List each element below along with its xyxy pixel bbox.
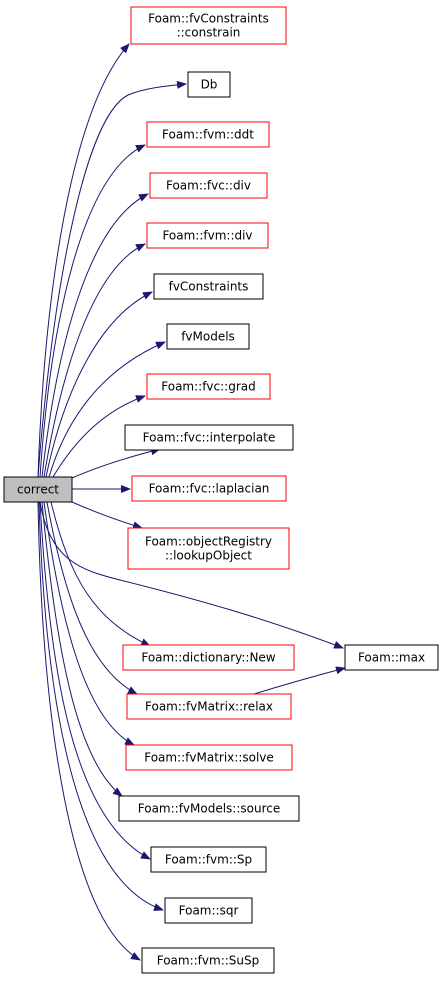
node-label: fvConstraints — [169, 280, 249, 294]
node-interpolate[interactable]: Foam::fvc::interpolate — [124, 424, 294, 451]
node-box — [146, 222, 269, 249]
node-ddt[interactable]: Foam::fvm::ddt — [146, 121, 270, 148]
node-root-correct: correct — [3, 476, 73, 503]
node-label: Foam::fvc::div — [166, 179, 251, 193]
node-label: Foam::fvConstraints — [148, 12, 269, 26]
nodes-layer: correctFoam::fvConstraints::constrainDbF… — [3, 6, 439, 974]
node-box — [124, 424, 294, 451]
node-sp[interactable]: Foam::fvm::Sp — [150, 846, 267, 873]
node-label: Foam::fvc::laplacian — [149, 482, 270, 496]
node-box — [3, 476, 73, 503]
node-constrain[interactable]: Foam::fvConstraints::constrain — [130, 6, 287, 45]
node-label: Foam::fvm::Sp — [165, 853, 252, 867]
node-label: Foam::fvModels::source — [138, 802, 281, 816]
node-fvc_div[interactable]: Foam::fvc::div — [149, 172, 268, 199]
node-box — [344, 644, 439, 671]
node-label: Foam::fvMatrix::solve — [144, 751, 274, 765]
node-box — [146, 121, 270, 148]
edge-correct-to-susp — [37, 501, 141, 961]
edge-correct-to-new — [50, 501, 151, 647]
edge-correct-to-sqr — [38, 501, 164, 911]
node-relax[interactable]: Foam::fvMatrix::relax — [126, 693, 292, 720]
edge-correct-to-fvm_div — [43, 243, 146, 478]
node-box — [153, 273, 264, 300]
node-box — [122, 644, 295, 671]
node-box — [149, 172, 268, 199]
node-sqr[interactable]: Foam::sqr — [164, 897, 253, 924]
edge-correct-to-interpolate — [71, 447, 161, 479]
node-label: Foam::fvm::SuSp — [157, 954, 260, 968]
node-label: Foam::fvc::grad — [161, 380, 255, 394]
node-label: Foam::fvc::interpolate — [143, 431, 276, 445]
node-box — [118, 795, 300, 822]
node-box — [131, 475, 287, 502]
edge-correct-to-sp — [39, 501, 151, 860]
node-grad[interactable]: Foam::fvc::grad — [146, 373, 271, 400]
node-susp[interactable]: Foam::fvm::SuSp — [141, 947, 275, 974]
edge-correct-to-lookupobject — [71, 501, 143, 530]
edge-correct-to-fvc_div — [41, 193, 149, 478]
node-laplacian[interactable]: Foam::fvc::laplacian — [131, 475, 287, 502]
edge-relax-to-max — [253, 666, 346, 695]
edge-correct-to-grad — [52, 395, 146, 478]
edge-correct-to-solve — [43, 501, 135, 746]
node-box — [127, 527, 290, 570]
node-box — [166, 323, 250, 350]
node-box — [126, 693, 292, 720]
node-label: Foam::dictionary::New — [141, 651, 275, 665]
node-box — [130, 6, 287, 45]
edge-correct-to-source — [41, 501, 123, 797]
edge-correct-to-max — [39, 501, 344, 649]
node-label: Foam::fvm::div — [162, 229, 252, 243]
edge-correct-to-fvconstraints — [45, 291, 153, 478]
edge-correct-to-fvmodels — [48, 341, 166, 478]
node-fvmodels[interactable]: fvModels — [166, 323, 250, 350]
node-label: ::constrain — [177, 26, 241, 40]
node-label: fvModels — [181, 330, 235, 344]
edge-correct-to-ddt — [39, 144, 146, 478]
node-label: Foam::objectRegistry — [145, 535, 272, 549]
node-label: Foam::sqr — [179, 904, 239, 918]
node-new[interactable]: Foam::dictionary::New — [122, 644, 295, 671]
node-box — [141, 947, 275, 974]
edge-correct-to-constrain — [37, 43, 130, 478]
node-lookupobject[interactable]: Foam::objectRegistry::lookupObject — [127, 527, 290, 570]
node-box — [187, 71, 231, 98]
node-box — [146, 373, 271, 400]
edge-correct-to-db — [37, 80, 187, 478]
node-box — [125, 744, 293, 771]
node-max[interactable]: Foam::max — [344, 644, 439, 671]
node-box — [164, 897, 253, 924]
node-solve[interactable]: Foam::fvMatrix::solve — [125, 744, 293, 771]
node-db[interactable]: Db — [187, 71, 231, 98]
node-label: ::lookupObject — [165, 549, 252, 563]
edge-correct-to-relax — [46, 501, 138, 695]
node-box — [150, 846, 267, 873]
node-fvconstraints[interactable]: fvConstraints — [153, 273, 264, 300]
edges-layer — [37, 43, 346, 961]
node-label: correct — [17, 483, 59, 497]
node-fvm_div[interactable]: Foam::fvm::div — [146, 222, 269, 249]
node-source[interactable]: Foam::fvModels::source — [118, 795, 300, 822]
node-label: Foam::fvm::ddt — [162, 128, 254, 142]
node-label: Db — [201, 78, 218, 92]
node-label: Foam::fvMatrix::relax — [145, 700, 273, 714]
node-label: Foam::max — [358, 651, 425, 665]
